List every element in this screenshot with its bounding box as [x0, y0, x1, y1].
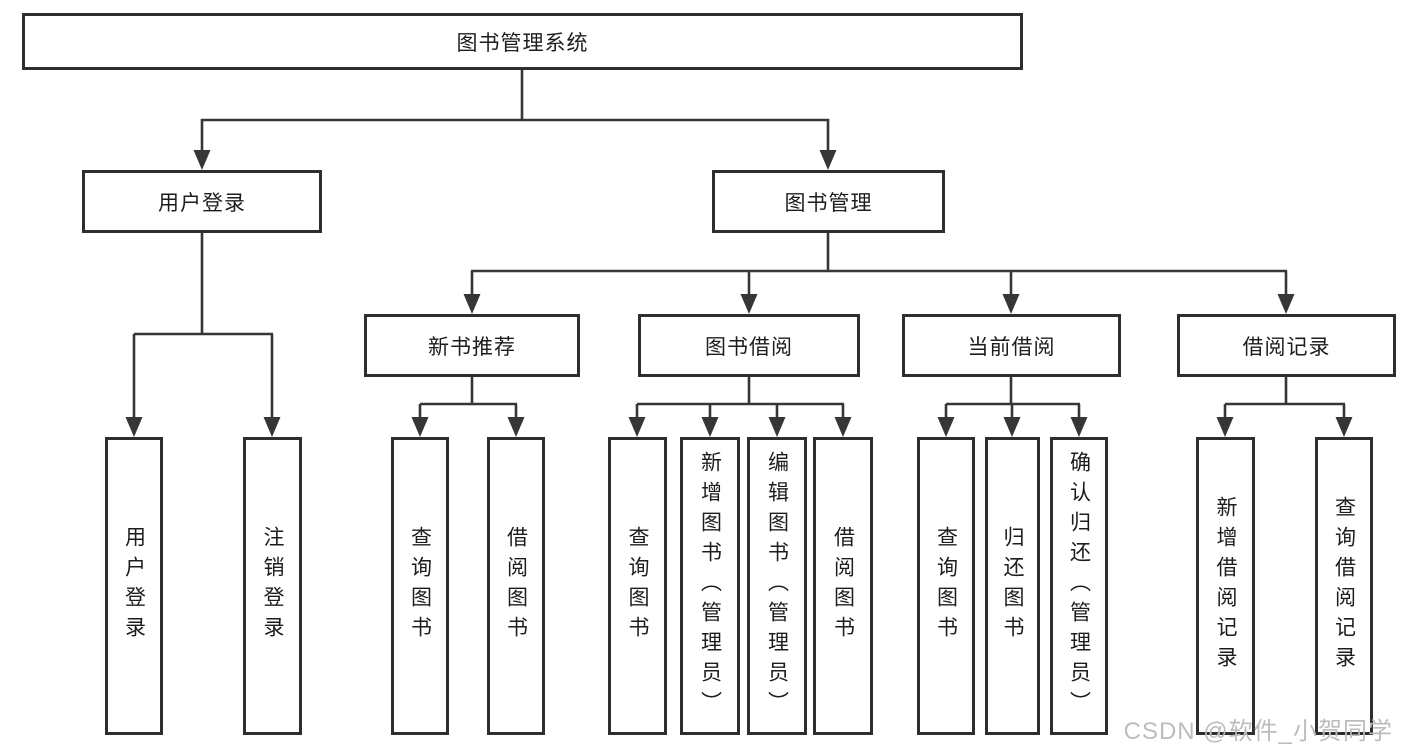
leaf-logout-login: 注销登录 — [243, 437, 302, 735]
node-current-borrowing: 当前借阅 — [902, 314, 1121, 377]
arrowhead-icon — [1003, 417, 1021, 437]
leaf-borrow-edit-books-admin: 编辑图书（管理员） — [747, 437, 807, 735]
arrowhead-icon — [701, 417, 719, 437]
leaf-borrow-query-books: 查询图书 — [608, 437, 667, 735]
node-book-management: 图书管理 — [712, 170, 945, 233]
leaf-current-confirm-return-admin: 确认归还（管理员） — [1050, 437, 1108, 735]
leaf-current-return-books: 归还图书 — [985, 437, 1040, 735]
arrowhead-icon — [1002, 294, 1020, 314]
arrowhead-icon — [1335, 417, 1353, 437]
watermark-text: CSDN @软件_小贺同学 — [1123, 718, 1393, 745]
arrowhead-icon — [740, 294, 758, 314]
arrowhead-icon — [411, 417, 429, 437]
arrowhead-icon — [1070, 417, 1088, 437]
arrowhead-icon — [125, 417, 143, 437]
leaf-current-query-books: 查询图书 — [917, 437, 975, 735]
arrowhead-icon — [1277, 294, 1295, 314]
leaf-newbook-query-books: 查询图书 — [391, 437, 449, 735]
arrowhead-icon — [263, 417, 281, 437]
arrowhead-icon — [193, 150, 211, 170]
leaf-newbook-borrow-books: 借阅图书 — [487, 437, 545, 735]
leaf-borrow-borrow-books: 借阅图书 — [813, 437, 873, 735]
arrowhead-icon — [819, 150, 837, 170]
arrowhead-icon — [507, 417, 525, 437]
leaf-records-query-record: 查询借阅记录 — [1315, 437, 1373, 735]
leaf-user-login: 用户登录 — [105, 437, 163, 735]
arrowhead-icon — [937, 417, 955, 437]
node-borrowing-records: 借阅记录 — [1177, 314, 1396, 377]
node-user-login: 用户登录 — [82, 170, 322, 233]
node-new-book-recommend: 新书推荐 — [364, 314, 580, 377]
leaf-records-add-record: 新增借阅记录 — [1196, 437, 1255, 735]
arrowhead-icon — [628, 417, 646, 437]
leaf-borrow-add-books-admin: 新增图书（管理员） — [680, 437, 740, 735]
node-book-borrowing: 图书借阅 — [638, 314, 860, 377]
arrowhead-icon — [463, 294, 481, 314]
arrowhead-icon — [768, 417, 786, 437]
arrowhead-icon — [834, 417, 852, 437]
node-library-management-system: 图书管理系统 — [22, 13, 1023, 70]
arrowhead-icon — [1216, 417, 1234, 437]
